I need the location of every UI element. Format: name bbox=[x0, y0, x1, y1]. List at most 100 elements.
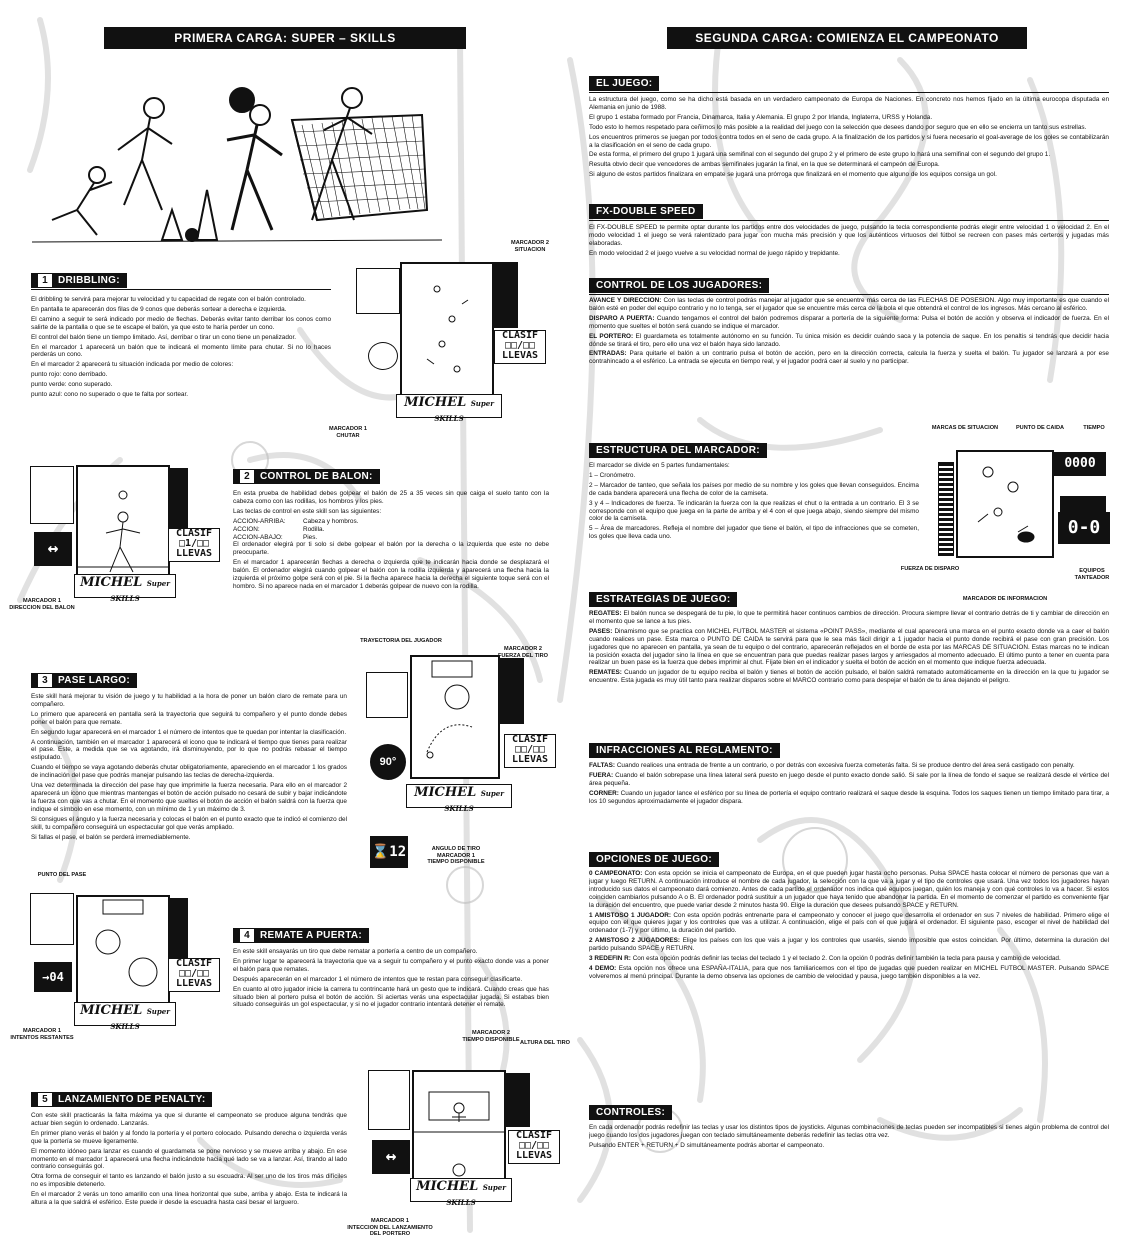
banner-segunda-carga: SEGUNDA CARGA: COMIENZA EL CAMPEONATO bbox=[667, 27, 1027, 49]
paragraph: En primer lugar te aparecerá la trayecto… bbox=[233, 957, 549, 973]
field-view-screen bbox=[956, 450, 1054, 558]
section-number: 1 bbox=[38, 274, 52, 287]
label-marcador2-tiempo: MARCADOR 2 TIEMPO DISPONIBLE bbox=[462, 1030, 520, 1043]
logo-sub: Super SKILLS bbox=[110, 1007, 170, 1031]
dribbling-screen bbox=[400, 262, 494, 396]
paragraph: El camino a seguir te será indicado por … bbox=[31, 315, 331, 331]
paragraph: 5 – Área de marcadores. Refleja el nombr… bbox=[589, 525, 919, 541]
label-marcador2-fuerza: MARCADOR 2 FUERZA DEL TIRO bbox=[497, 646, 549, 659]
section-fx-heading: FX-DOUBLE SPEED bbox=[589, 204, 703, 219]
definition-item: CORNER: Cuando un jugador lance el esfér… bbox=[589, 790, 1109, 806]
definition-text: Con esta opción podrás entrenarte para e… bbox=[589, 911, 1109, 935]
michel-logo: MICHEL Super SKILLS bbox=[406, 784, 512, 813]
clasif-panel: CLASIF □1/□□ LLEVAS bbox=[168, 528, 220, 562]
paragraph: El ordenador elegirá por ti solo si debe… bbox=[233, 541, 549, 557]
definition-item: ENTRADAS: Para quitarle el balón a un co… bbox=[589, 350, 1109, 366]
paragraph: Lo primero que aparecerá en pantalla ser… bbox=[31, 710, 347, 726]
clasif-score: □□/□□ bbox=[178, 968, 210, 979]
control-value: Cabeza y hombros. bbox=[303, 517, 359, 525]
definition-text: Cuando tengamos el control del balón pod… bbox=[589, 314, 1109, 330]
definition-text: Cuando el balón sobrepase una línea late… bbox=[589, 771, 1109, 787]
definition-term: 4 DEMO: bbox=[589, 964, 619, 972]
logo-sub: Super SKILLS bbox=[110, 579, 170, 603]
marcador-bar bbox=[170, 468, 188, 528]
section-number: 3 bbox=[38, 674, 52, 687]
paragraph: El grupo 1 estaba formado por Francia, D… bbox=[589, 113, 933, 121]
label-altura-tiro: ALTURA DEL TIRO bbox=[520, 1040, 570, 1046]
pase-largo-screen bbox=[410, 655, 500, 779]
paragraph: En cuanto al otro jugador inicie la carr… bbox=[233, 985, 549, 1009]
clasif-score: □□/□□ bbox=[514, 744, 546, 755]
logo-text: MICHEL bbox=[416, 1179, 479, 1194]
logo-text: MICHEL bbox=[404, 395, 467, 410]
control-keys-list: ACCION-ARRIBA:Cabeza y hombros.ACCION:Ro… bbox=[233, 518, 549, 542]
flags-display bbox=[1060, 496, 1106, 512]
section-rule bbox=[31, 289, 331, 290]
control-balon-text: En esta prueba de habilidad debes golpea… bbox=[233, 490, 549, 615]
paragraph: Cuando el tiempo se vaya agotando deberá… bbox=[31, 764, 347, 780]
paragraph: En el marcador 1 aparecerán flechas a de… bbox=[233, 559, 549, 590]
paragraph: Si consigues el ángulo y la fuerza neces… bbox=[31, 815, 347, 831]
infracciones-text: FALTAS: Cuando realices una entrada de f… bbox=[589, 762, 1109, 818]
control-jugadores-text: AVANCE Y DIRECCION: Con las teclas de co… bbox=[589, 297, 1109, 402]
definition-term: EL PORTERO: bbox=[589, 332, 636, 340]
definition-term: PASES: bbox=[589, 627, 615, 635]
clasif-panel: CLASIF □□/□□ LLEVAS bbox=[494, 330, 546, 364]
angle-indicator: 90° bbox=[370, 744, 406, 780]
penalty-text: Con este skill practicarás la falta máxi… bbox=[31, 1112, 347, 1232]
ball-icon bbox=[368, 342, 398, 370]
score-value: 0-0 bbox=[1067, 517, 1101, 538]
label-marcador1-intentos: MARCADOR 1 INTENTOS RESTANTES bbox=[10, 1028, 74, 1041]
section-title: DRIBBLING: bbox=[58, 275, 120, 286]
michel-logo: MICHEL Super SKILLS bbox=[410, 1178, 512, 1207]
score-display: 0-0 bbox=[1058, 512, 1110, 544]
label-equipos-tanteador: EQUIPOS TANTEADOR bbox=[1074, 568, 1110, 581]
michel-logo: MICHEL Super SKILLS bbox=[396, 394, 502, 423]
michel-logo: MICHEL Super SKILLS bbox=[74, 1002, 176, 1031]
definition-text: Elige los países con los que vais a juga… bbox=[589, 937, 1109, 953]
clock-value: 0000 bbox=[1064, 456, 1096, 471]
label-punto-pase: PUNTO DEL PASE bbox=[37, 872, 87, 878]
player-face-portrait bbox=[368, 1070, 410, 1130]
time-value: 12 bbox=[389, 844, 407, 860]
label-marcador1-inteccion: MARCADOR 1 INTECCION DEL LANZAMIENTO DEL… bbox=[347, 1218, 433, 1237]
definition-item: DISPARO A PUERTA: Cuando tengamos el con… bbox=[589, 315, 1109, 331]
clasif-panel: CLASIF □□/□□ LLEVAS bbox=[508, 1130, 560, 1164]
paragraph: 2 – Marcador de tanteo, que señala los p… bbox=[589, 481, 919, 497]
paragraph: A continuación, también en el marcador 1… bbox=[31, 738, 347, 762]
player-face-portrait bbox=[30, 466, 74, 524]
label-punto-caida: PUNTO DE CAIDA bbox=[1015, 425, 1065, 431]
paragraph: En este skill ensayarás un tiro que debe… bbox=[233, 948, 478, 955]
clasif-score: □1/□□ bbox=[178, 538, 210, 549]
paragraph: Este skill hará mejorar tu visión de jue… bbox=[31, 693, 347, 708]
definition-text: Dinamismo que se practica con MICHEL FUT… bbox=[589, 627, 1109, 667]
clasif-panel: CLASIF □□/□□ LLEVAS bbox=[504, 734, 556, 768]
llevas-label: LLEVAS bbox=[515, 1150, 553, 1161]
definition-text: Con esta opción podrás definir las tecla… bbox=[632, 955, 1061, 963]
label-marcador-informacion: MARCADOR DE INFORMACION bbox=[962, 596, 1048, 602]
paragraph: El momento idóneo para lanzar es cuando … bbox=[31, 1147, 347, 1171]
pase-field bbox=[426, 660, 473, 759]
paragraph: En primer plano verás el balón y al fond… bbox=[31, 1129, 347, 1145]
definition-text: Para quitarle el balón a un contrario pu… bbox=[589, 350, 1109, 366]
paragraph: En el marcador 2 aparecerá tu situación … bbox=[31, 361, 234, 369]
dribbling-text: El dribbling te servirá para mejorar tu … bbox=[31, 296, 331, 406]
label-marcador2-situacion: MARCADOR 2 SITUACION bbox=[511, 240, 549, 253]
paragraph: Si fallas el pase, el balón se perderá i… bbox=[31, 833, 191, 841]
control-value: Rodilla. bbox=[303, 525, 325, 533]
paragraph: 3 y 4 – Indicadores de fuerza. Te indica… bbox=[589, 499, 919, 523]
label-marcador1-chutar: MARCADOR 1 CHUTAR bbox=[329, 426, 367, 439]
definition-item: 2 AMISTOSO 2 JUGADORES: Elige los países… bbox=[589, 937, 1109, 953]
section-number: 5 bbox=[38, 1093, 52, 1106]
logo-sub: Super SKILLS bbox=[444, 789, 504, 813]
michel-logo: MICHEL Super SKILLS bbox=[74, 574, 176, 603]
definition-text: Con esta opción se inicia el campeonato … bbox=[589, 870, 1109, 909]
label-trayectoria: TRAYECTORIA DEL JUGADOR bbox=[360, 638, 442, 644]
fuerza-bar bbox=[500, 658, 524, 724]
remate-field bbox=[95, 899, 158, 987]
logo-text: MICHEL bbox=[80, 575, 143, 590]
section-title: LANZAMIENTO DE PENALTY: bbox=[58, 1094, 206, 1105]
definition-term: 0 CAMPEONATO: bbox=[589, 870, 645, 877]
marcador-bar bbox=[170, 898, 188, 958]
paragraph: En el marcador 2 verás un tono amarillo … bbox=[31, 1191, 347, 1207]
